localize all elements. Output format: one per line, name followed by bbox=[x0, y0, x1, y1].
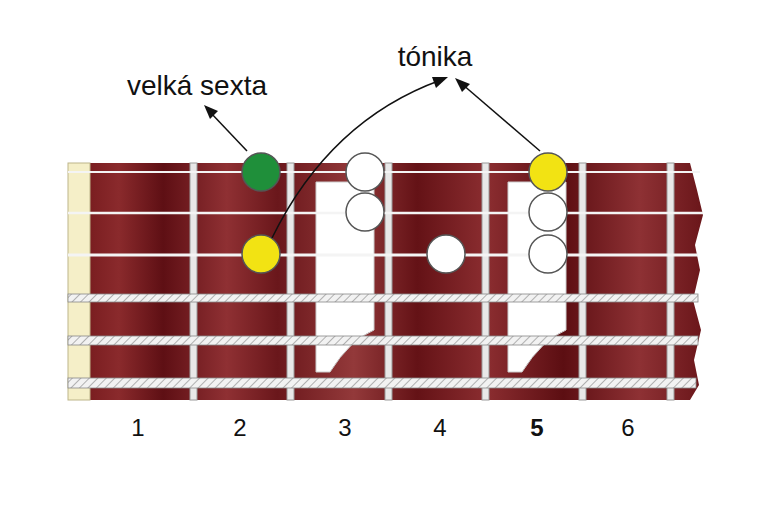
fret-number: 1 bbox=[131, 416, 144, 440]
fret-number: 5 bbox=[530, 416, 543, 440]
frets bbox=[190, 163, 674, 400]
fret-number: 4 bbox=[433, 416, 446, 440]
nut bbox=[68, 163, 90, 400]
leader-arrows bbox=[210, 80, 540, 238]
fret-number: 2 bbox=[233, 416, 246, 440]
fretboard bbox=[68, 163, 703, 400]
fret-number: 6 bbox=[621, 416, 634, 440]
note-dots bbox=[242, 153, 567, 273]
callout-label: velká sexta bbox=[127, 72, 267, 100]
callout-label: tónika bbox=[398, 43, 473, 71]
fret-number: 3 bbox=[338, 416, 351, 440]
strings bbox=[68, 172, 703, 388]
